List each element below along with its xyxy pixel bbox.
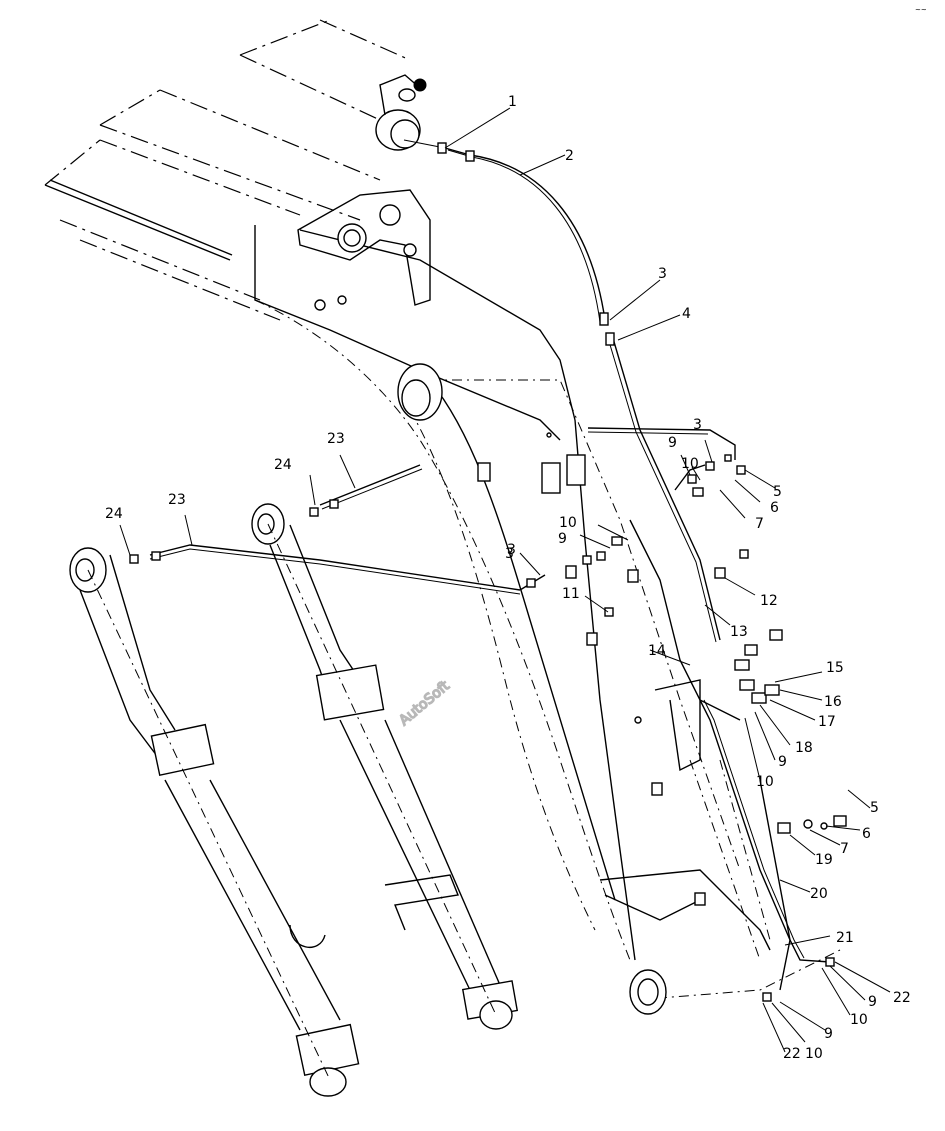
callout-label: 23 (327, 431, 345, 447)
callout-label: 9 (868, 994, 877, 1010)
callout-label: 22 (783, 1046, 801, 1062)
callout-label: 3 (505, 546, 514, 562)
callout-label: 1 (508, 94, 517, 110)
callout-label: 10 (756, 774, 774, 790)
callout-label: 10 (559, 515, 577, 531)
callout-label: 16 (824, 694, 842, 710)
callout-label: 24 (105, 506, 123, 522)
corner-mark: ~~ (915, 6, 927, 14)
boom-body (254, 189, 841, 1015)
callout-label: 15 (826, 660, 844, 676)
callout-label: 6 (862, 826, 871, 842)
callout-label: 7 (755, 516, 764, 532)
callout-label: 24 (274, 457, 292, 473)
callout-label: 11 (562, 586, 580, 602)
callout-label: 20 (810, 886, 828, 902)
callout-label: 19 (815, 852, 833, 868)
callout-label: 5 (773, 484, 782, 500)
callout-label: 10 (850, 1012, 868, 1028)
phantom-boom-outline (44, 19, 411, 321)
watermark: AutoSoft (396, 678, 453, 729)
callout-label: 21 (836, 930, 854, 946)
callout-label: 7 (840, 841, 849, 857)
left-cylinder (69, 547, 360, 1097)
top-hose-elbow (375, 74, 446, 151)
callout-label: 5 (870, 800, 879, 816)
callout-label: 3 (507, 542, 516, 558)
callout-label: 6 (770, 500, 779, 516)
callout-label: 3 (693, 417, 702, 433)
callout-label: 9 (558, 531, 567, 547)
callout-label: 10 (681, 456, 699, 472)
callout-label: 23 (168, 492, 186, 508)
callout-label: 18 (795, 740, 813, 756)
callout-label: 9 (824, 1026, 833, 1042)
callout-label: 3 (658, 266, 667, 282)
callout-label: 10 (805, 1046, 823, 1062)
leader-lines (119, 107, 891, 1053)
fittings (129, 142, 847, 1002)
callout-label: 14 (648, 643, 666, 659)
callout-label: 12 (760, 593, 778, 609)
callout-label: 9 (778, 754, 787, 770)
callout-label: 22 (893, 990, 911, 1006)
callout-label: 17 (818, 714, 836, 730)
callout-label: 4 (682, 306, 691, 322)
callout-label: 2 (565, 148, 574, 164)
callout-label: 9 (668, 435, 677, 451)
middle-cylinder (251, 503, 519, 1030)
callout-label: 13 (730, 624, 748, 640)
pipe-routes (149, 147, 831, 991)
